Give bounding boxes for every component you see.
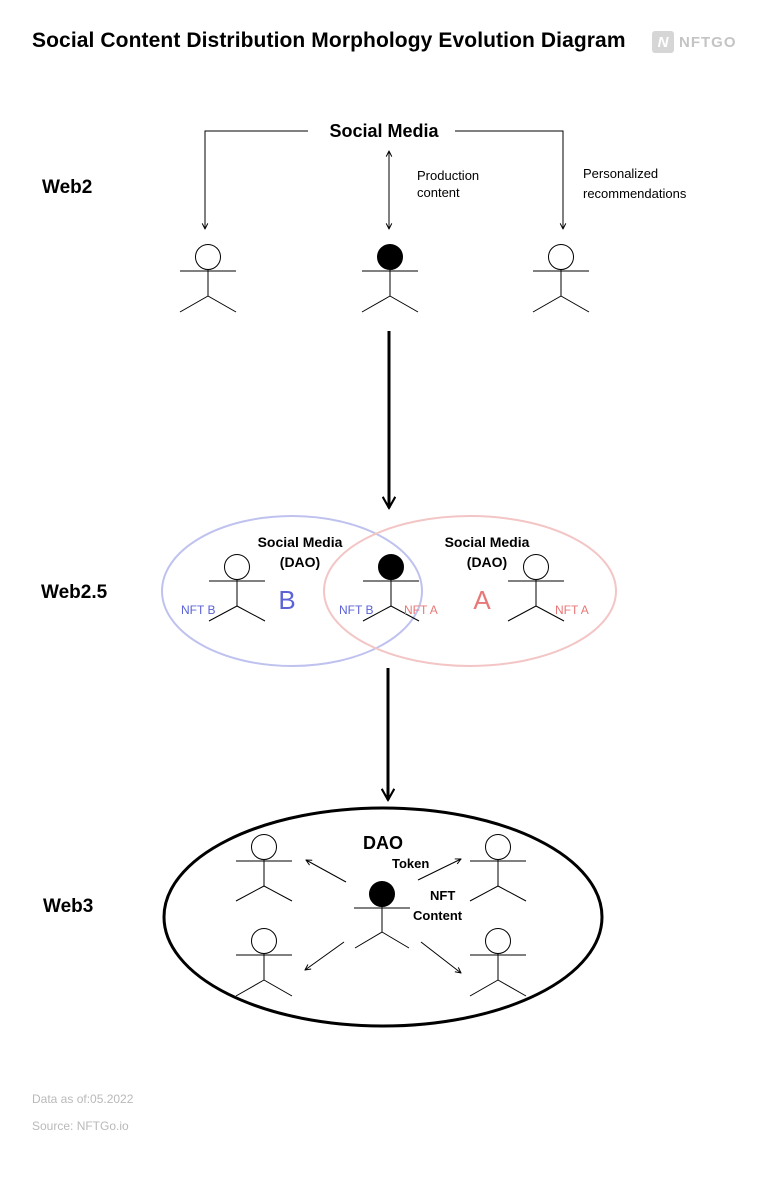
web2-creator-icon xyxy=(361,244,419,313)
circle-a-title-line2: (DAO) xyxy=(467,554,507,570)
web3-user-bottom-left-icon xyxy=(235,928,293,997)
logo-mark: N xyxy=(652,31,674,53)
dao-ellipse xyxy=(162,806,604,1028)
web3-arrow-top-left xyxy=(306,860,347,883)
web2-left-arrow xyxy=(205,130,308,229)
web3-arrow-bottom-left xyxy=(305,941,345,970)
web3-creator-icon xyxy=(354,881,410,949)
circle-b-title-line2: (DAO) xyxy=(280,554,320,570)
dao-circle-b xyxy=(161,515,423,667)
nft-b-label-left: NFT B xyxy=(181,603,215,617)
nft-a-label-right: NFT A xyxy=(555,603,589,617)
logo-text: NFTGO xyxy=(679,33,737,51)
source-note: Source: NFTGo.io xyxy=(32,1119,129,1133)
web3-user-bottom-right-icon xyxy=(469,928,527,997)
production-label-line1: Production xyxy=(417,168,479,183)
content-label: Content xyxy=(413,908,463,923)
recommend-label-line2: recommendations xyxy=(583,186,687,201)
nft-a-label-center: NFT A xyxy=(404,603,438,617)
web2-social-media-hub: Social Media xyxy=(329,121,439,141)
web25-user-a-icon xyxy=(507,554,565,622)
row-label-web25: Web2.5 xyxy=(41,582,108,603)
web25-user-b-icon xyxy=(208,554,266,622)
dao-label: DAO xyxy=(363,833,403,853)
circle-a-title-line1: Social Media xyxy=(445,534,530,550)
production-label-line2: content xyxy=(417,185,460,200)
token-label: Token xyxy=(392,856,429,871)
nft-b-label-center: NFT B xyxy=(339,603,373,617)
web3-arrow-top-right xyxy=(417,859,461,881)
web3-arrow-bottom-right xyxy=(420,941,461,973)
nft-label: NFT xyxy=(430,888,455,903)
circle-b-letter: B xyxy=(278,585,295,615)
web3-user-top-left-icon xyxy=(235,834,293,902)
web25-creator-icon xyxy=(362,554,420,622)
web2-right-arrow xyxy=(455,130,563,229)
dao-circle-a xyxy=(323,515,617,667)
nftgo-logo: N NFTGO xyxy=(652,31,737,53)
data-as-of: Data as of:05.2022 xyxy=(32,1092,134,1106)
web2-user-right-icon xyxy=(532,244,590,313)
circle-b-title-line1: Social Media xyxy=(258,534,343,550)
row-label-web3: Web3 xyxy=(43,896,94,917)
web2-user-left-icon xyxy=(179,244,237,313)
page-title: Social Content Distribution Morphology E… xyxy=(32,29,626,52)
web3-user-top-right-icon xyxy=(469,834,527,902)
row-label-web2: Web2 xyxy=(42,177,93,198)
circle-a-letter: A xyxy=(473,585,491,615)
recommend-label-line1: Personalized xyxy=(583,166,658,181)
